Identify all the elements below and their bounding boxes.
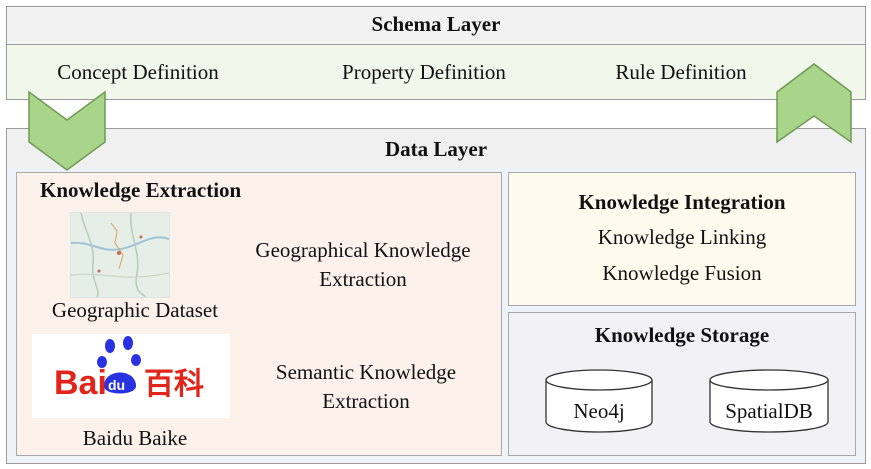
data-layer-header xyxy=(6,128,866,168)
data-layer-title: Data Layer xyxy=(384,137,488,161)
geographic-map-image xyxy=(70,212,170,298)
baidu-baike-logo: Bai du 百科 xyxy=(32,334,230,418)
down-arrow-icon xyxy=(26,90,108,172)
svg-text:百科: 百科 xyxy=(144,367,204,402)
schema-layer-title: Schema Layer xyxy=(371,12,501,36)
semantic-extraction-line2: Extraction xyxy=(322,389,410,413)
schema-layer-header xyxy=(6,6,866,44)
schema-layer-body xyxy=(6,44,866,100)
knowledge-integration-box xyxy=(508,172,856,306)
knowledge-storage-title: Knowledge Storage xyxy=(594,323,770,347)
neo4j-label: Neo4j xyxy=(573,399,625,423)
semantic-extraction-line1: Semantic Knowledge xyxy=(275,360,457,384)
geo-extraction-line1: Geographical Knowledge xyxy=(255,238,471,262)
svg-text:du: du xyxy=(108,377,125,393)
svg-text:Bai: Bai xyxy=(54,364,107,402)
geographic-dataset-label: Geographic Dataset xyxy=(51,298,219,322)
knowledge-extraction-title: Knowledge Extraction xyxy=(40,178,242,202)
knowledge-linking-label: Knowledge Linking xyxy=(597,225,767,249)
geo-extraction-line2: Extraction xyxy=(319,267,407,291)
knowledge-integration-title: Knowledge Integration xyxy=(578,190,786,214)
rule-definition-label: Rule Definition xyxy=(615,60,747,84)
spatialdb-database-icon xyxy=(708,368,830,434)
property-definition-label: Property Definition xyxy=(342,60,506,84)
neo4j-database-icon xyxy=(544,368,654,434)
baidu-baike-label: Baidu Baike xyxy=(82,426,188,450)
knowledge-fusion-label: Knowledge Fusion xyxy=(602,261,762,285)
concept-definition-label: Concept Definition xyxy=(57,60,219,84)
up-arrow-icon xyxy=(774,62,854,146)
spatialdb-label: SpatialDB xyxy=(725,399,813,423)
